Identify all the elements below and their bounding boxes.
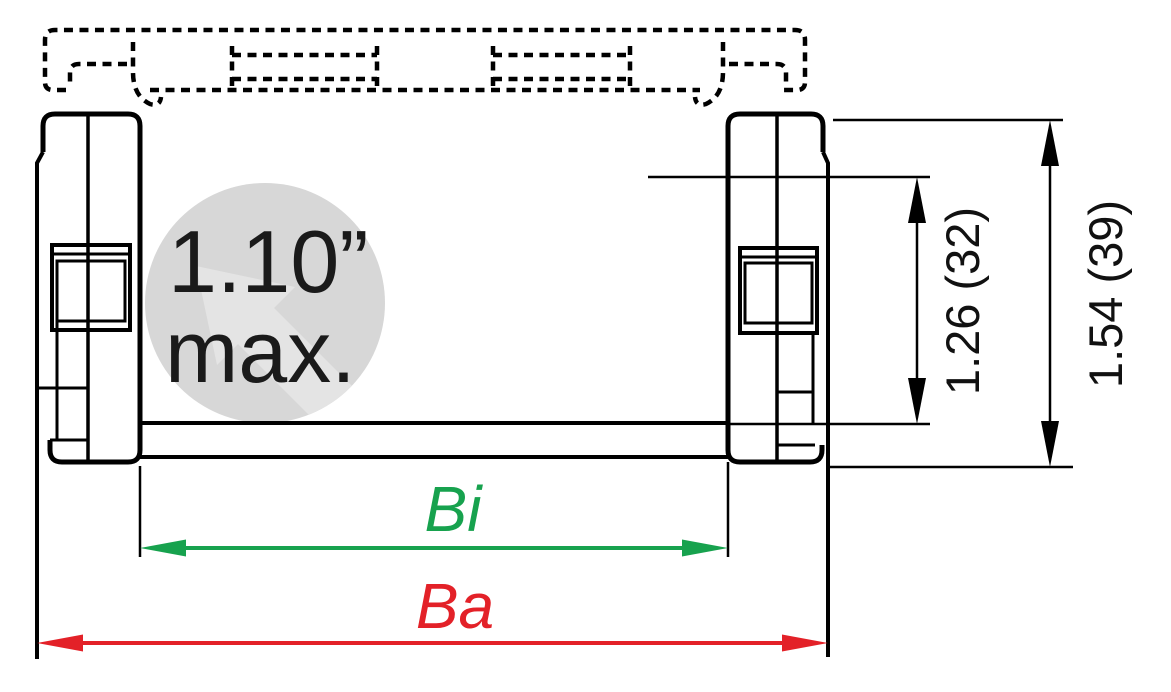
- right-sidelink-body: [725, 111, 826, 465]
- ba-arrow-left: [37, 634, 83, 652]
- bi-arrow-right: [682, 539, 728, 557]
- outer-height-arrow-up: [1041, 120, 1059, 166]
- inner-height-label: 1.26 (32): [936, 207, 989, 395]
- left-sidelink-outer-band: [35, 151, 45, 659]
- dim-inner-height: 1.26 (32): [648, 175, 989, 426]
- watermark-arrow-icon: [196, 266, 366, 423]
- bi-arrow-left: [140, 539, 186, 557]
- ba-label: Ba: [416, 570, 494, 642]
- outer-height-arrow-down: [1041, 421, 1059, 467]
- dashed-right-hook-inner: [729, 61, 789, 88]
- inner-height-arrow-down: [908, 378, 926, 424]
- right-sidelink-outer-band: [821, 151, 830, 657]
- outer-height-label: 1.54 (39): [1079, 200, 1132, 388]
- dashed-crossbar-outline: [42, 27, 808, 93]
- bottom-crossbar: [140, 421, 728, 459]
- left-lock-pocket-inner: [55, 259, 127, 323]
- right-lock-pocket-inner: [743, 261, 814, 325]
- dim-outer-width-ba: Ba: [37, 570, 828, 652]
- right-lock-pocket: [738, 246, 819, 335]
- ba-arrow-right: [782, 634, 828, 652]
- dashed-right-hook: [692, 42, 726, 107]
- dim-inner-width-bi: Bi: [138, 462, 730, 557]
- right-sidelink: [725, 111, 830, 657]
- dashed-left-hook: [130, 42, 164, 107]
- bi-label: Bi: [425, 473, 484, 545]
- watermark-max-label: max.: [165, 302, 356, 401]
- watermark-value: 1.10”: [168, 212, 369, 311]
- dashed-crossbar-open: [42, 27, 808, 107]
- left-lock-pocket: [50, 243, 132, 332]
- inner-height-arrow-up: [908, 177, 926, 223]
- dim-outer-height: 1.54 (39): [830, 118, 1132, 469]
- left-sidelink: [35, 111, 143, 659]
- watermark-badge: [145, 183, 385, 423]
- left-sidelink-body: [40, 111, 143, 465]
- dashed-slot-left: [229, 46, 380, 90]
- dashed-left-hook-inner: [67, 61, 127, 88]
- dashed-slot-right: [490, 46, 633, 90]
